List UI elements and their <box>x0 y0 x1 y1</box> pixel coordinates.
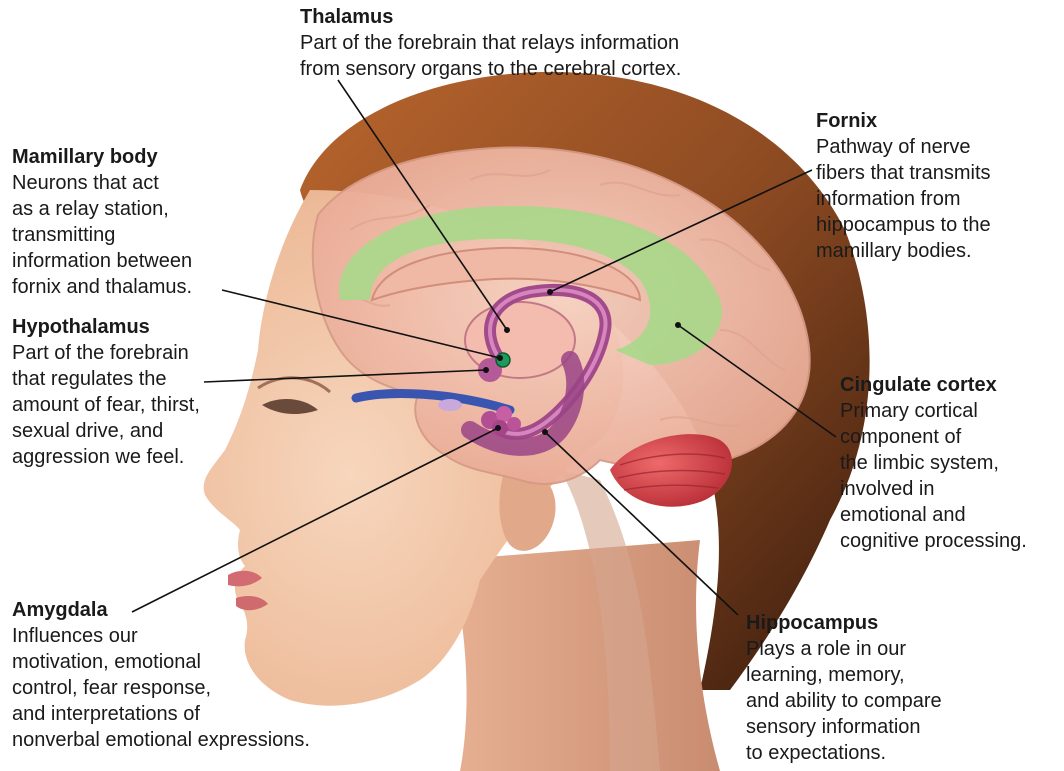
hypothalamus-shape <box>478 358 502 382</box>
label-hippocampus: Hippocampus Plays a role in our learning… <box>746 610 942 766</box>
label-fornix: Fornix Pathway of nerve fibers that tran… <box>816 108 991 264</box>
cingulate-title: Cingulate cortex <box>840 374 997 396</box>
cingulate-desc: Primary cortical component of the limbic… <box>840 400 1027 552</box>
hippocampus-title: Hippocampus <box>746 612 879 634</box>
label-mamillary-body: Mamillary body Neurons that act as a rel… <box>12 144 192 300</box>
amygdala-desc: Influences our motivation, emotional con… <box>12 625 310 751</box>
amygdala-leader <box>131 427 499 613</box>
optic-nerve-shape <box>351 389 515 415</box>
mamillary-title: Mamillary body <box>12 146 158 168</box>
label-cingulate-cortex: Cingulate cortex Primary cortical compon… <box>840 372 1027 554</box>
fornix-leader <box>549 169 813 293</box>
mamillary-desc: Neurons that act as a relay station, tra… <box>12 172 193 298</box>
cingulate-leader <box>677 324 837 438</box>
label-hypothalamus: Hypothalamus Part of the forebrain that … <box>12 314 200 470</box>
fornix-desc: Pathway of nerve fibers that transmits i… <box>816 136 991 262</box>
cingulate-cortex-shape <box>339 205 722 365</box>
hypothalamus-leader <box>203 369 487 383</box>
ear <box>499 467 556 551</box>
hippocampus-leader <box>544 431 739 616</box>
hypothalamus-desc: Part of the forebrain that regulates the… <box>12 342 200 468</box>
hippocampus-shape <box>461 351 585 456</box>
fornix-title: Fornix <box>816 110 878 132</box>
neck <box>450 540 720 771</box>
mamillary-leader <box>221 289 501 359</box>
amygdala-title: Amygdala <box>12 599 108 621</box>
thalamus-leader <box>337 79 508 331</box>
label-amygdala: Amygdala Influences our motivation, emot… <box>12 597 310 753</box>
thalamus-title: Thalamus <box>300 6 394 28</box>
hippocampus-desc: Plays a role in our learning, memory, an… <box>746 638 942 764</box>
thalamus-desc: Part of the forebrain that relays inform… <box>300 32 682 80</box>
label-thalamus: Thalamus Part of the forebrain that rela… <box>300 4 681 82</box>
hypothalamus-title: Hypothalamus <box>12 316 150 338</box>
